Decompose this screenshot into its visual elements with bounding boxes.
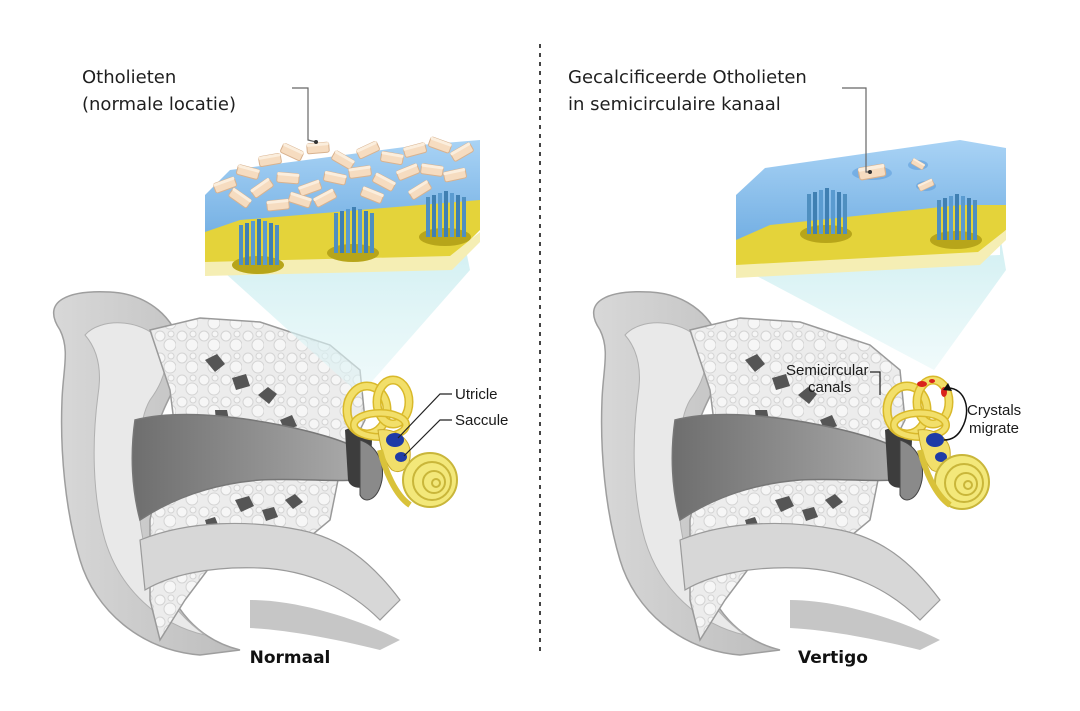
right-tissue-block [736,140,1006,278]
label-canals: canals [808,379,851,396]
label-crystals: Crystals [967,402,1021,419]
right-heading-line1: Gecalcificeerde Otholieten [568,67,807,88]
label-semicircular: Semicircular [786,362,869,379]
left-heading-leader [292,87,317,143]
left-heading: Otholieten (normale locatie) [82,64,236,118]
right-inner-ear-labyrinth [882,375,990,510]
left-heading-line1: Otholieten [82,67,177,88]
left-inner-ear-labyrinth [342,375,458,508]
left-magnification-cone [205,235,470,395]
crystal-deposit [917,381,927,387]
right-heading: Gecalcificeerde Otholieten in semicircul… [568,64,807,118]
migrate-arrow [943,387,968,441]
crystal-deposit [929,379,935,383]
left-panel: Utricle Saccule [52,87,508,656]
right-heading-line2: in semicirculaire kanaal [568,94,781,115]
right-caption: Vertigo [798,648,868,668]
left-otolith-tissue-block [205,136,480,276]
label-utricle: Utricle [455,386,498,403]
label-saccule: Saccule [455,412,508,429]
left-heading-line2: (normale locatie) [82,94,236,115]
left-caption: Normaal [249,648,331,668]
label-migrate: migrate [969,420,1019,437]
right-panel: Semicircular canals Crystals migrate [592,87,1021,656]
